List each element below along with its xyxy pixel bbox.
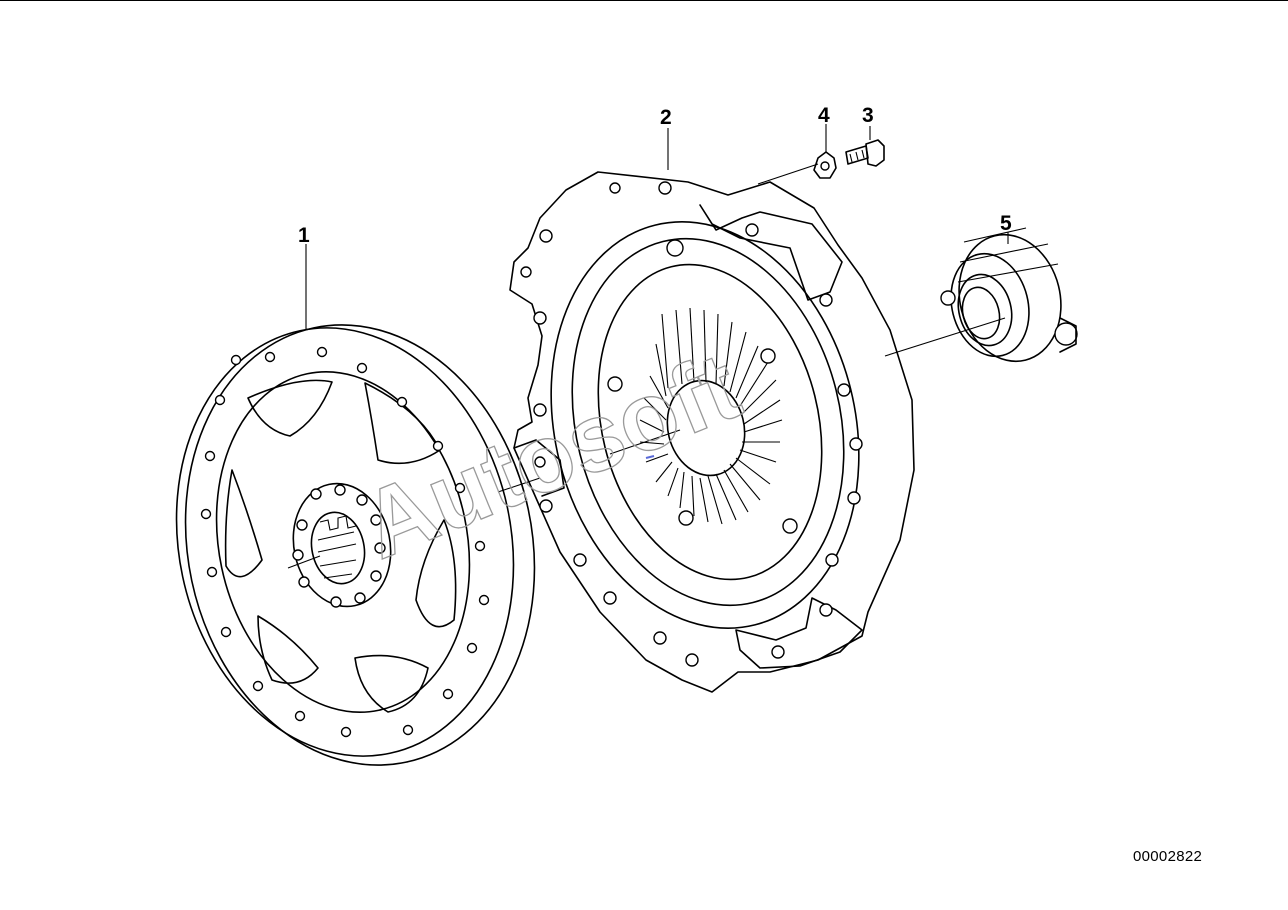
callout-5: 5 [1000, 212, 1012, 235]
bolt-icon [845, 139, 885, 167]
callout-4: 4 [818, 104, 830, 127]
watermark-text: Autosoft [348, 332, 754, 579]
callout-3: 3 [862, 104, 874, 127]
clutch-disc-icon [175, 324, 536, 766]
clutch-pressure-plate-icon [509, 171, 915, 693]
callout-2: 2 [660, 106, 672, 129]
leader-lines [305, 124, 1009, 330]
callout-1: 1 [298, 224, 310, 247]
diagram-code: 00002822 [1133, 848, 1203, 865]
lock-washer-icon [757, 151, 837, 185]
top-border-line [0, 0, 1288, 1]
release-bearing-icon [940, 227, 1078, 363]
